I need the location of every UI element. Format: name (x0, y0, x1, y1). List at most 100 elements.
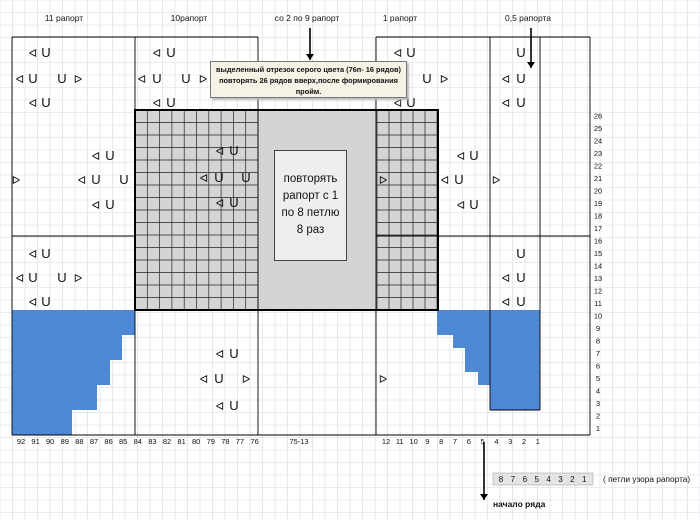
stitch-number: 88 (75, 437, 83, 446)
knit-stitch-symbol: U (214, 371, 223, 386)
decrease-symbol: ᐊ (200, 374, 208, 386)
row-number: 3 (596, 399, 600, 408)
row-number: 7 (596, 349, 600, 358)
label-arrow-head (306, 54, 314, 60)
pattern-stitch-number: 4 (546, 475, 551, 484)
stitch-number: 87 (90, 437, 98, 446)
pattern-stitch-number: 2 (570, 475, 575, 484)
decrease-symbol: ᐅ (74, 273, 82, 285)
blue-shaping-left (12, 310, 135, 435)
decrease-symbol: ᐅ (74, 74, 82, 86)
decrease-symbol: ᐊ (502, 273, 510, 285)
knit-stitch-symbol: U (166, 45, 175, 60)
row-number: 13 (594, 274, 602, 283)
decrease-symbol: ᐅ (12, 175, 20, 187)
decrease-symbol: ᐊ (216, 198, 224, 210)
stitch-number: 77 (236, 437, 244, 446)
start-arrow-head (480, 494, 488, 500)
header-label: 0,5 рапорта (505, 13, 551, 23)
row-start-label: начало ряда (493, 499, 546, 509)
stitch-number: 10 (409, 437, 417, 446)
decrease-symbol: ᐊ (502, 98, 510, 110)
stitch-number: 2 (522, 437, 526, 446)
stitch-number: 84 (134, 437, 142, 446)
row-number: 5 (596, 374, 600, 383)
knit-stitch-symbol: U (406, 95, 415, 110)
knit-stitch-symbol: U (469, 197, 478, 212)
knit-stitch-symbol: U (57, 71, 66, 86)
repeat-line: по 8 петлю (281, 207, 340, 219)
repeat-line: 8 раз (296, 224, 325, 236)
decrease-symbol: ᐊ (502, 74, 510, 86)
row-number: 14 (594, 262, 602, 271)
pattern-stitch-number: 7 (511, 475, 516, 484)
stitch-number: 80 (192, 437, 200, 446)
knit-stitch-symbol: U (181, 71, 190, 86)
decrease-symbol: ᐊ (29, 249, 37, 261)
decrease-symbol: ᐊ (92, 151, 100, 163)
stitch-number: 78 (221, 437, 229, 446)
decrease-symbol: ᐊ (153, 98, 161, 110)
decrease-symbol: ᐊ (16, 74, 24, 86)
row-number: 24 (594, 137, 602, 146)
label-arrow-head (527, 62, 535, 68)
row-number: 23 (594, 149, 602, 158)
pattern-stitch-number: 6 (523, 475, 528, 484)
pattern-stitch-number: 8 (499, 475, 504, 484)
knit-stitch-symbol: U (422, 71, 431, 86)
knit-stitch-symbol: U (214, 170, 223, 185)
decrease-symbol: ᐊ (216, 349, 224, 361)
pattern-stitch-number: 5 (534, 475, 539, 484)
row-number: 22 (594, 162, 602, 171)
repeat-line: повторять (283, 173, 338, 185)
stitch-number: 82 (163, 437, 171, 446)
pattern-stitch-number: 3 (558, 475, 563, 484)
decrease-symbol: ᐊ (138, 74, 146, 86)
knit-stitch-symbol: U (152, 71, 161, 86)
knit-stitch-symbol: U (516, 95, 525, 110)
header-label: 10рапорт (171, 13, 208, 23)
decrease-symbol: ᐊ (29, 48, 37, 60)
stitch-number: 92 (17, 437, 25, 446)
blue-shaping-right (437, 310, 540, 410)
row-number: 10 (594, 312, 602, 321)
knit-stitch-symbol: U (406, 45, 415, 60)
knit-stitch-symbol: U (28, 270, 37, 285)
stitch-number: 7 (453, 437, 457, 446)
row-number: 18 (594, 212, 602, 221)
knit-stitch-symbol: U (516, 71, 525, 86)
decrease-symbol: ᐅ (199, 74, 207, 86)
stitch-number: 11 (396, 437, 404, 446)
decrease-symbol: ᐊ (16, 273, 24, 285)
knit-stitch-symbol: U (41, 294, 50, 309)
row-number: 8 (596, 337, 600, 346)
knit-stitch-symbol: U (516, 294, 525, 309)
knit-stitch-symbol: U (119, 172, 128, 187)
row-number: 12 (594, 287, 602, 296)
pattern-caption: ( петли узора рапорта) (603, 474, 690, 484)
decrease-symbol: ᐊ (441, 175, 449, 187)
instruction-note: выделенный отрезок серого цвета (76п- 16… (210, 61, 407, 98)
decrease-symbol: ᐊ (78, 175, 86, 187)
knit-stitch-symbol: U (105, 197, 114, 212)
decrease-symbol: ᐊ (394, 48, 402, 60)
row-number: 20 (594, 187, 602, 196)
stitch-number: 8 (439, 437, 443, 446)
stitch-number: 90 (46, 437, 54, 446)
pattern-strip (492, 472, 594, 486)
header-label: 11 рапорт (45, 13, 84, 23)
stitch-number: 89 (61, 437, 69, 446)
decrease-symbol: ᐊ (457, 151, 465, 163)
pattern-stitch-number: 1 (582, 475, 587, 484)
stitch-number: 79 (207, 437, 215, 446)
knit-stitch-symbol: U (41, 246, 50, 261)
knit-stitch-symbol: U (229, 143, 238, 158)
decrease-symbol: ᐊ (153, 48, 161, 60)
stitch-number: 3 (508, 437, 512, 446)
decrease-symbol: ᐊ (394, 98, 402, 110)
knit-stitch-symbol: U (516, 270, 525, 285)
row-number: 15 (594, 249, 602, 258)
knit-stitch-symbol: U (241, 170, 250, 185)
knit-stitch-symbol: U (516, 45, 525, 60)
stitch-number: 76 (250, 437, 258, 446)
